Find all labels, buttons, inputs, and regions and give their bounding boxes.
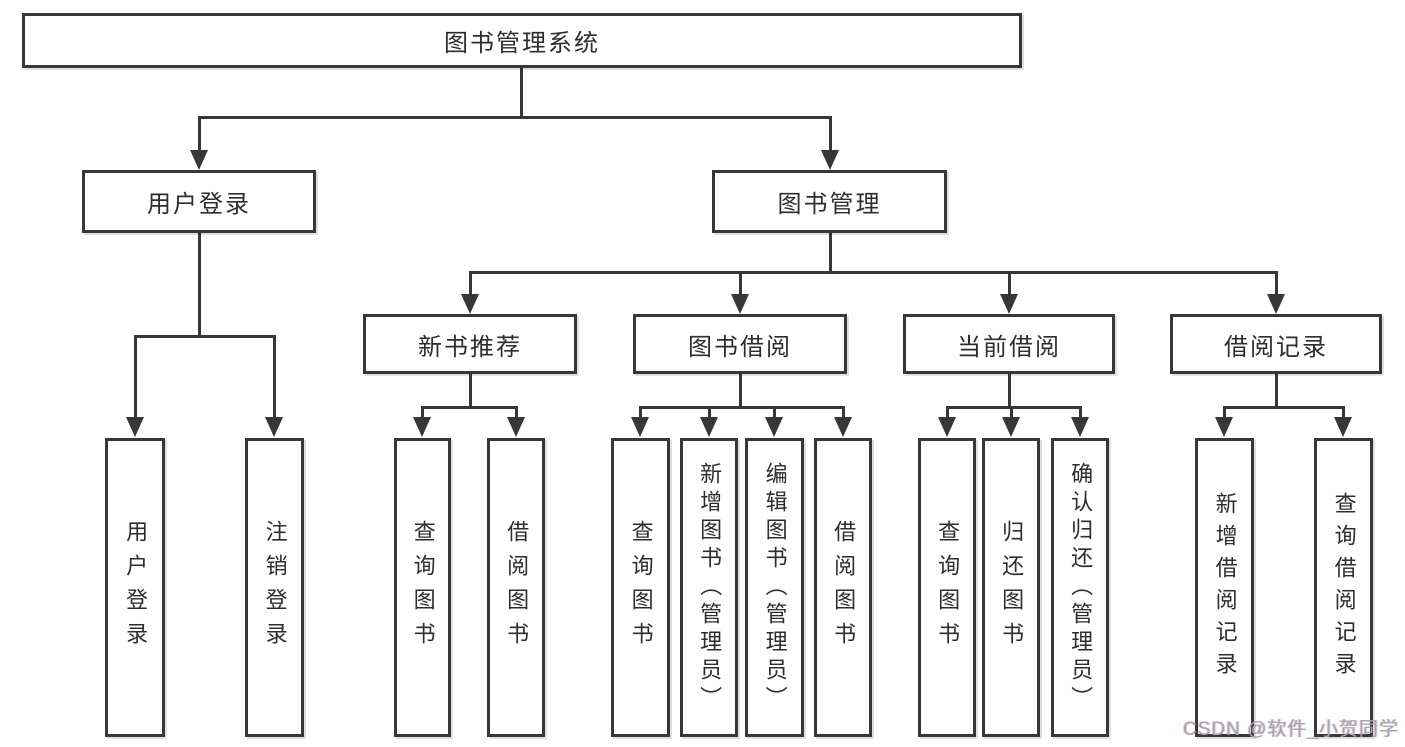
arrowhead-icon [731, 294, 749, 314]
connector-line [468, 272, 472, 294]
connector-line [197, 233, 201, 336]
connector-line [828, 233, 832, 272]
connector-line [945, 405, 1082, 409]
arrowhead-icon [765, 417, 783, 437]
node-label: 用户登录 [147, 191, 251, 218]
connector-line [272, 336, 276, 417]
node-label: 图书管理 [777, 191, 882, 218]
connector-line [514, 407, 518, 419]
leaf-borrow-books-recommend: 借阅图书 [487, 438, 545, 737]
node-book-borrow: 图书借阅 [633, 314, 847, 374]
node-new-book-recommend: 新书推荐 [363, 314, 577, 374]
node-book-management: 图书管理 [712, 170, 947, 233]
leaf-label: 确认归还（管理员） [1068, 461, 1094, 714]
leaf-edit-book-admin: 编辑图书（管理员） [745, 438, 804, 737]
node-label: 图书借阅 [688, 333, 792, 361]
arrowhead-icon [631, 417, 649, 437]
connector-line [1007, 272, 1011, 294]
node-label: 新书推荐 [418, 333, 522, 361]
leaf-return-book: 归还图书 [982, 438, 1040, 737]
connector-line [638, 405, 845, 409]
leaf-label: 查询图书 [628, 519, 654, 656]
connector-line [1222, 405, 1345, 409]
arrowhead-icon [126, 417, 144, 437]
connector-line [638, 407, 642, 419]
leaf-label: 归还图书 [999, 519, 1025, 656]
connector-line [468, 374, 472, 407]
leaf-user-login: 用户登录 [105, 438, 165, 737]
connector-line [772, 407, 776, 419]
leaf-logout: 注销登录 [245, 438, 304, 737]
connector-line [468, 270, 1278, 274]
leaf-query-books-current: 查询图书 [918, 438, 976, 737]
connector-line [1274, 272, 1278, 294]
arrowhead-icon [461, 294, 479, 314]
connector-line [945, 407, 949, 419]
connector-line [1007, 374, 1011, 407]
connector-line [420, 407, 424, 419]
arrowhead-icon [265, 417, 283, 437]
leaf-label: 注销登录 [262, 519, 288, 656]
node-library-management-system: 图书管理系统 [22, 13, 1022, 68]
watermark: CSDN @软件_小贺同学 [1183, 719, 1399, 740]
arrowhead-icon [1071, 417, 1089, 437]
arrowhead-icon [413, 417, 431, 437]
leaf-label: 新增借阅记录 [1212, 491, 1238, 684]
node-current-borrow: 当前借阅 [903, 314, 1115, 374]
node-user-login: 用户登录 [82, 170, 316, 233]
leaf-add-borrow-record: 新增借阅记录 [1195, 438, 1254, 737]
leaf-label: 查询图书 [935, 519, 961, 656]
leaf-query-borrow-record: 查询借阅记录 [1314, 438, 1373, 737]
connector-line [738, 272, 742, 294]
connector-line [738, 374, 742, 407]
leaf-borrow-book: 借阅图书 [814, 438, 872, 737]
connector-line [1274, 374, 1278, 407]
connector-line [133, 334, 276, 338]
arrowhead-icon [1000, 294, 1018, 314]
arrowhead-icon [834, 417, 852, 437]
arrowhead-icon [1215, 417, 1233, 437]
connector-line [133, 336, 137, 417]
node-label: 借阅记录 [1224, 333, 1328, 361]
connector-line [1222, 407, 1226, 419]
leaf-confirm-return-admin: 确认归还（管理员） [1051, 438, 1109, 737]
leaf-add-book-admin: 新增图书（管理员） [680, 438, 738, 737]
connector-line [1009, 407, 1013, 419]
connector-line [197, 117, 201, 150]
connector-line [707, 407, 711, 419]
leaf-query-books-borrow: 查询图书 [611, 438, 670, 737]
connector-line [828, 117, 832, 150]
node-label: 图书管理系统 [444, 30, 600, 57]
leaf-label: 查询借阅记录 [1331, 491, 1357, 684]
connector-line [1078, 407, 1082, 419]
connector-line [519, 68, 523, 117]
connector-line [841, 407, 845, 419]
arrowhead-icon [938, 417, 956, 437]
node-label: 当前借阅 [957, 333, 1061, 361]
arrowhead-icon [507, 417, 525, 437]
arrowhead-icon [700, 417, 718, 437]
leaf-label: 查询图书 [410, 519, 436, 656]
arrowhead-icon [1002, 417, 1020, 437]
connector-line [197, 115, 832, 119]
arrowhead-icon [1334, 417, 1352, 437]
leaf-label: 编辑图书（管理员） [762, 461, 788, 714]
leaf-label: 用户登录 [123, 519, 149, 656]
leaf-label: 借阅图书 [831, 519, 857, 656]
leaf-label: 借阅图书 [504, 519, 530, 656]
arrowhead-icon [821, 150, 839, 170]
node-borrow-records: 借阅记录 [1170, 314, 1382, 374]
arrowhead-icon [190, 150, 208, 170]
leaf-query-books-recommend: 查询图书 [394, 438, 451, 737]
connector-line [420, 405, 518, 409]
leaf-label: 新增图书（管理员） [697, 461, 723, 714]
connector-line [1341, 407, 1345, 419]
arrowhead-icon [1267, 294, 1285, 314]
